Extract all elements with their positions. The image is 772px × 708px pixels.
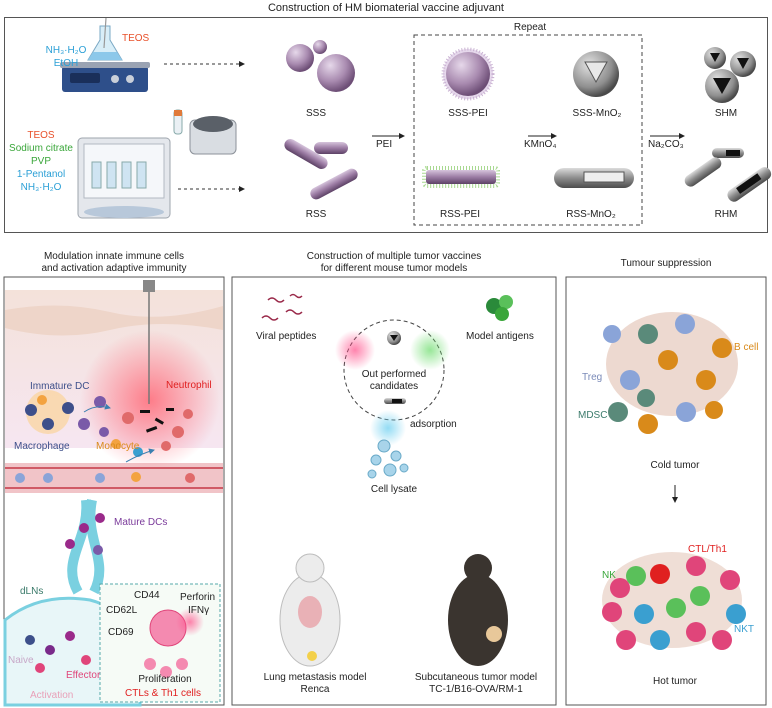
left-title-1: Modulation innate immune cells [43, 251, 185, 262]
incubator-icon [77, 137, 171, 219]
cell-lysate-icon [367, 439, 409, 479]
label-ctls: CTLs & Th1 cells [125, 688, 201, 699]
sss-large-sphere [317, 54, 355, 92]
step-na2co3: Na₂CO₃ [648, 139, 684, 150]
label-monocyte: Monocyte [96, 441, 140, 452]
label-proliferation: Proliferation [138, 674, 192, 685]
label-naive: Naive [8, 655, 34, 666]
step-repeat: Repeat [513, 22, 547, 33]
label-sss-mno2: SSS-MnO₂ [572, 108, 622, 119]
label-cold-tumor: Cold tumor [650, 460, 700, 471]
sss-small-sphere [313, 40, 327, 54]
repeat-box [413, 34, 643, 226]
sss-mno2-particle [573, 51, 619, 97]
label-hot-tumor: Hot tumor [653, 676, 697, 687]
label-activation: Activation [30, 690, 74, 701]
label-dlns: dLNs [20, 586, 44, 597]
label-shm: SHM [714, 108, 738, 119]
reagent-citrate: Sodium citrate [9, 143, 73, 154]
sss-sphere [286, 44, 314, 72]
white-mouse-icon [279, 553, 341, 667]
reagent-nh3-b: NH₃·H₂O [20, 182, 62, 193]
label-mature-dcs: Mature DCs [114, 517, 168, 528]
innate-cells [25, 395, 193, 457]
label-adsorption: adsorption [410, 419, 457, 430]
right-title: Tumour suppression [620, 258, 712, 269]
magnetic-stirrer-icon [60, 62, 150, 92]
label-rss: RSS [305, 209, 327, 220]
rss-mno2-particle [554, 168, 634, 188]
label-immature-dc: Immature DC [30, 381, 90, 392]
sss-pei-particle [441, 47, 495, 101]
label-rss-mno2: RSS-MnO₂ [566, 209, 616, 220]
black-mouse-icon [448, 554, 508, 666]
label-b-cell: B cell [734, 342, 759, 353]
flask-icon [87, 17, 123, 61]
label-nkt: NKT [734, 624, 754, 635]
label-ifng: IFNγ [188, 605, 210, 616]
label-mdsc: MDSC [578, 410, 608, 421]
reagent-teos-a: TEOS [122, 33, 150, 44]
label-cell-lysate: Cell lysate [370, 484, 418, 495]
label-effector: Effector [66, 670, 101, 681]
rss-pei-particle [422, 166, 500, 188]
reagent-pentanol: 1-Pentanol [16, 169, 66, 180]
middle-title-2: for different mouse tumor models [320, 263, 468, 274]
step-kmno4: KMnO₄ [524, 139, 557, 150]
label-treg: Treg [582, 372, 603, 383]
reagent-teos-b: TEOS [27, 130, 55, 141]
label-subq-model-1: Subcutaneous tumor model [414, 672, 538, 683]
rhm-particles [684, 148, 772, 202]
step-pei: PEI [376, 139, 393, 150]
reagent-pvp: PVP [30, 156, 51, 167]
left-title-2: and activation adaptive immunity [41, 263, 187, 274]
centrifuge-icon [173, 109, 237, 155]
label-sss-pei: SSS-PEI [448, 108, 488, 119]
label-subq-model-2: TC-1/B16-OVA/RM-1 [429, 684, 523, 695]
cold-tumor-icon [603, 312, 738, 434]
middle-title-1: Construction of multiple tumor vaccines [306, 251, 482, 262]
mature-dc-cells [65, 513, 105, 555]
label-neutrophil: Neutrophil [166, 380, 212, 391]
label-cd69: CD69 [108, 627, 134, 638]
label-rss-pei: RSS-PEI [439, 209, 480, 220]
rss-rods [284, 139, 358, 200]
label-nk: NK [602, 570, 616, 581]
label-out-performed-1: Out performed [361, 369, 427, 380]
viral-peptides-icon [261, 293, 303, 321]
label-cd44: CD44 [134, 590, 160, 601]
label-sss: SSS [305, 108, 326, 119]
label-macrophage: Macrophage [14, 441, 70, 452]
reagent-etoh-a: EtOH [53, 58, 79, 69]
label-lung-model-1: Lung metastasis model [263, 672, 367, 683]
hot-tumor-icon [602, 552, 746, 650]
label-perforin: Perforin [180, 592, 216, 603]
label-model-antigens: Model antigens [466, 331, 534, 342]
label-rhm: RHM [714, 209, 738, 220]
reagent-nh3-a: NH₃·H₂O [45, 45, 87, 56]
top-title: Construction of HM biomaterial vaccine a… [267, 2, 504, 14]
label-ctl-th1: CTL/Th1 [688, 544, 727, 555]
model-antigens-icon [486, 295, 513, 321]
label-lung-model-2: Renca [300, 684, 330, 695]
label-out-performed-2: candidates [369, 381, 419, 392]
label-viral-peptides: Viral peptides [256, 331, 317, 342]
vessel-cells [15, 472, 195, 483]
shm-particles [704, 47, 756, 103]
label-cd62l: CD62L [106, 605, 138, 616]
